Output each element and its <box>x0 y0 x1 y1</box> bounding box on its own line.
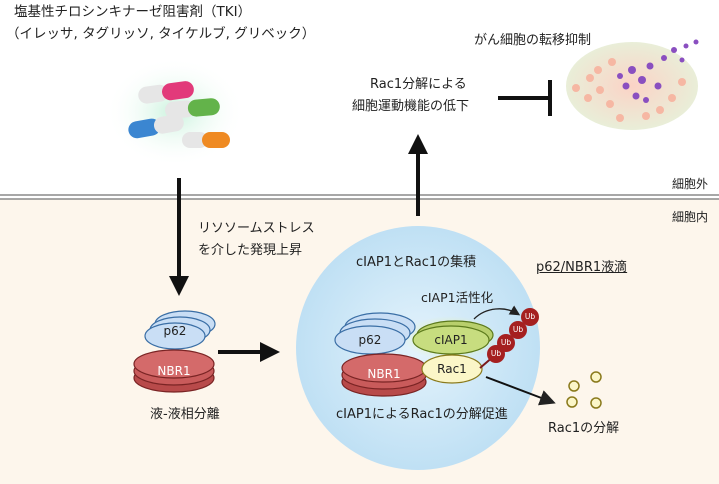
cancer-tissue-illustration <box>566 39 699 130</box>
nbr1-label-left: NBR1 <box>157 364 191 378</box>
rac1-degradation-arrow <box>485 376 556 406</box>
p62-stack-droplet <box>334 312 416 355</box>
drug-title: 塩基性チロシンキナーゼ阻害剤（TKI） <box>14 4 252 20</box>
nbr1-stack-droplet <box>341 353 427 397</box>
drug-examples: （イレッサ, タグリッソ, タイケルブ, グリベック） <box>6 26 316 42</box>
rac1-degradation-label: Rac1の分解 <box>548 421 620 436</box>
p62-stack-left <box>144 310 216 350</box>
rac1-fragments <box>566 371 602 409</box>
rac1-protein <box>421 354 483 384</box>
p62-label-droplet: p62 <box>358 333 382 347</box>
ciap1-protein <box>412 320 494 355</box>
metastasis-label: がん細胞の転移抑制 <box>474 33 592 48</box>
phase-separation-label: 液-液相分離 <box>150 407 220 422</box>
ciap1-label: cIAP1 <box>434 333 468 347</box>
ub-label-4: Ub <box>524 312 536 321</box>
rac1-label: Rac1 <box>437 362 467 376</box>
outside-label: 細胞外 <box>672 177 709 191</box>
ub-label-1: Ub <box>490 349 502 358</box>
activation-arrow <box>473 305 521 320</box>
ub-label-3: Ub <box>512 325 524 334</box>
droplet-title: cIAP1とRac1の集積 <box>356 255 477 270</box>
stress-label-line1: リソソームストレス <box>198 221 315 236</box>
stress-label-line2: を介した発現上昇 <box>198 243 303 258</box>
degradation-promotion-label: cIAP1によるRac1の分解促進 <box>336 407 508 422</box>
ubiquitin-chain <box>479 308 539 369</box>
activation-label: cIAP1活性化 <box>421 290 494 305</box>
tki-pills-illustration <box>105 57 245 167</box>
droplet-name: p62/NBR1液滴 <box>536 260 628 275</box>
inside-label: 細胞内 <box>672 210 709 224</box>
nbr1-label-droplet: NBR1 <box>367 367 401 381</box>
nbr1-stack-left <box>133 349 215 393</box>
ub-label-2: Ub <box>500 338 512 347</box>
result-line1: Rac1分解による <box>370 77 467 92</box>
p62-label-left: p62 <box>163 324 187 338</box>
result-line2: 細胞運動機能の低下 <box>352 99 470 114</box>
